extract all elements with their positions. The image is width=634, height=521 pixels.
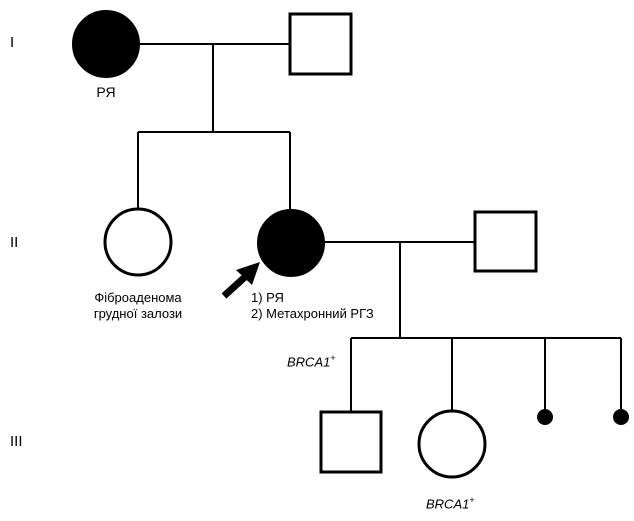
generation-label-1: I (10, 34, 15, 51)
proband-diagnosis-line2: 2) Метахронний РГЗ (251, 306, 374, 321)
generation-label-3: III (10, 433, 23, 450)
sister-symbol (103, 207, 173, 277)
grandmother-affected-symbol (72, 10, 140, 78)
connection-lines (137, 43, 622, 412)
proband-gene-sup: + (330, 353, 336, 363)
daughter-gene-sup: + (469, 495, 475, 505)
proband-arrow-icon (221, 262, 260, 299)
proband-diagnosis-line1: 1) РЯ (251, 290, 284, 305)
miscarriage1-symbol (537, 409, 553, 425)
grandfather-symbol (288, 12, 353, 76)
sister-diagnosis-line1: Фіброаденома (94, 290, 182, 305)
proband-gene-name: BRCA1 (287, 354, 331, 370)
proband-affected-symbol (257, 209, 325, 277)
miscarriage2-symbol (613, 409, 629, 425)
spouse-symbol (473, 210, 538, 273)
proband-diagnosis-label: 1) РЯ 2) Метахронний РГЗ (251, 290, 374, 322)
daughter-gene-label: BRCA1+ (426, 492, 475, 512)
generation-label-2: II (10, 234, 19, 251)
grandmother-diagnosis-label: РЯ (96, 84, 116, 100)
sister-diagnosis-line2: грудної залози (93, 306, 183, 321)
daughter-gene-name: BRCA1 (426, 496, 470, 512)
son-symbol (319, 410, 383, 474)
daughter-symbol (417, 409, 487, 479)
sister-diagnosis-label: Фіброаденома грудної залози (78, 290, 198, 322)
proband-gene-label: BRCA1+ (287, 350, 336, 370)
